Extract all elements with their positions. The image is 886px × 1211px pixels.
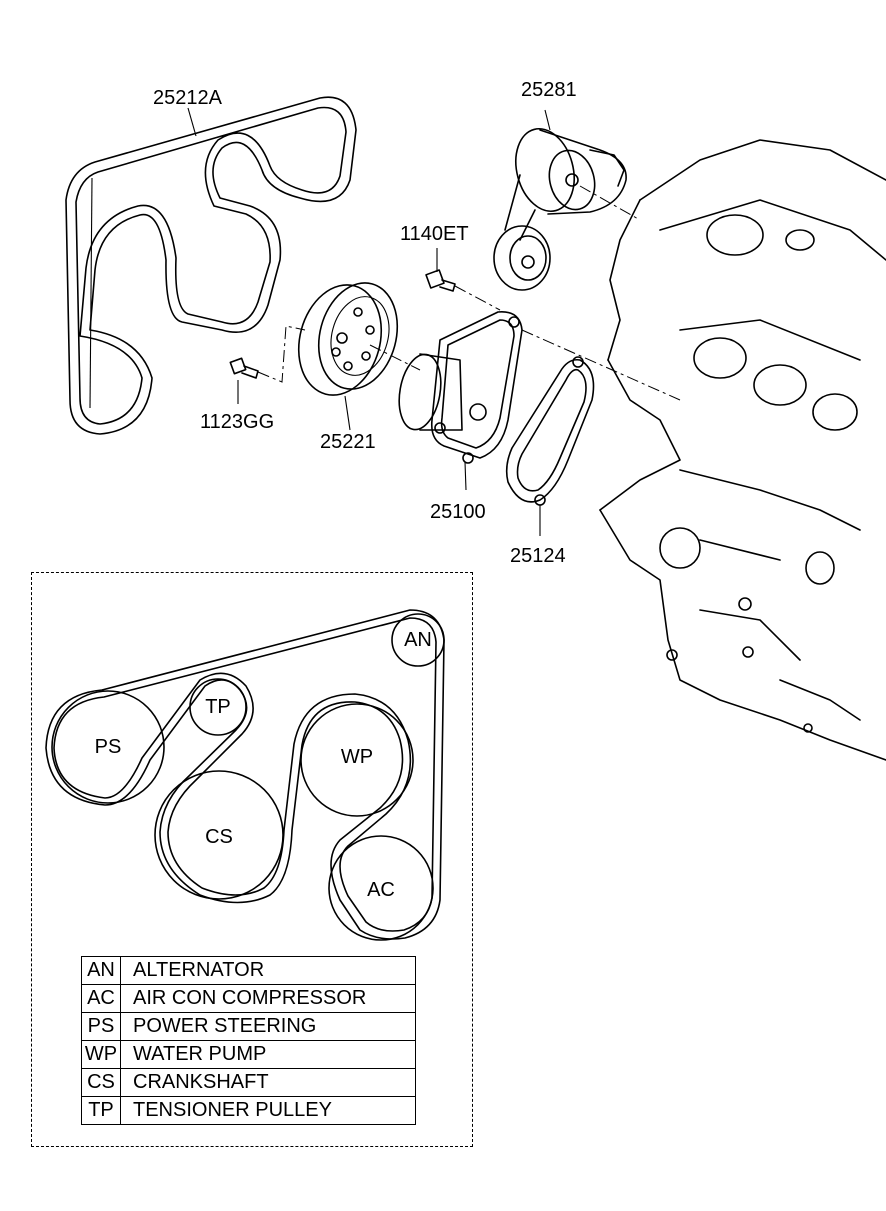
legend-description: TENSIONER PULLEY — [120, 1096, 416, 1125]
legend-code: AN — [81, 956, 121, 985]
legend-description: WATER PUMP — [120, 1040, 416, 1069]
pulley-ac — [328, 835, 434, 941]
tensioner-assembly-drawing — [493, 109, 627, 291]
pulley-label-ps: PS — [95, 736, 122, 758]
legend-row: TP TENSIONER PULLEY — [81, 1096, 416, 1125]
pulley-an — [391, 613, 445, 667]
part-label-belt: 25212A — [153, 87, 223, 109]
part-label-bolt-1140et: 1140ET — [400, 223, 469, 245]
legend-code: TP — [81, 1096, 121, 1125]
legend-description: ALTERNATOR — [120, 956, 416, 985]
engine-block-drawing — [599, 139, 886, 761]
pulley-legend-table: AN ALTERNATOR AC AIR CON COMPRESSOR PS P… — [81, 956, 416, 1125]
drive-belt-drawing — [65, 96, 357, 435]
legend-row: WP WATER PUMP — [81, 1040, 416, 1069]
legend-code: WP — [81, 1040, 121, 1069]
legend-description: CRANKSHAFT — [120, 1068, 416, 1097]
water-pump-drawing — [398, 311, 523, 491]
pulley-cs — [154, 770, 284, 900]
alignment-lines — [257, 185, 681, 401]
legend-description: AIR CON COMPRESSOR — [120, 984, 416, 1013]
part-label-tensioner: 25281 — [521, 79, 577, 101]
pulley-ps — [51, 690, 165, 804]
legend-row: PS POWER STEERING — [81, 1012, 416, 1041]
pulley-tp — [189, 678, 247, 736]
water-pump-pulley-drawing — [297, 282, 399, 431]
pulley-label-cs: CS — [205, 826, 233, 848]
belt-routing-frame — [31, 572, 473, 1147]
bolt-1123gg-drawing — [229, 357, 259, 404]
legend-row: CS CRANKSHAFT — [81, 1068, 416, 1097]
legend-code: CS — [81, 1068, 121, 1097]
pulley-label-wp: WP — [341, 746, 373, 768]
part-label-gasket: 25124 — [510, 545, 566, 567]
bolt-1140et-drawing — [425, 248, 456, 292]
part-label-bolt-1123gg: 1123GG — [200, 411, 274, 433]
pulley-label-an: AN — [404, 629, 432, 651]
pulley-label-tp: TP — [205, 696, 231, 718]
legend-code: PS — [81, 1012, 121, 1041]
legend-row: AC AIR CON COMPRESSOR — [81, 984, 416, 1013]
gasket-drawing — [505, 356, 595, 536]
pulley-label-ac: AC — [367, 879, 395, 901]
part-label-pulley: 25221 — [320, 431, 376, 453]
legend-description: POWER STEERING — [120, 1012, 416, 1041]
part-label-water-pump: 25100 — [430, 501, 486, 523]
legend-code: AC — [81, 984, 121, 1013]
legend-row: AN ALTERNATOR — [81, 956, 416, 985]
pulley-wp — [300, 703, 414, 817]
belt-routing-diagram: AN TP PS WP CS AC — [45, 609, 445, 941]
